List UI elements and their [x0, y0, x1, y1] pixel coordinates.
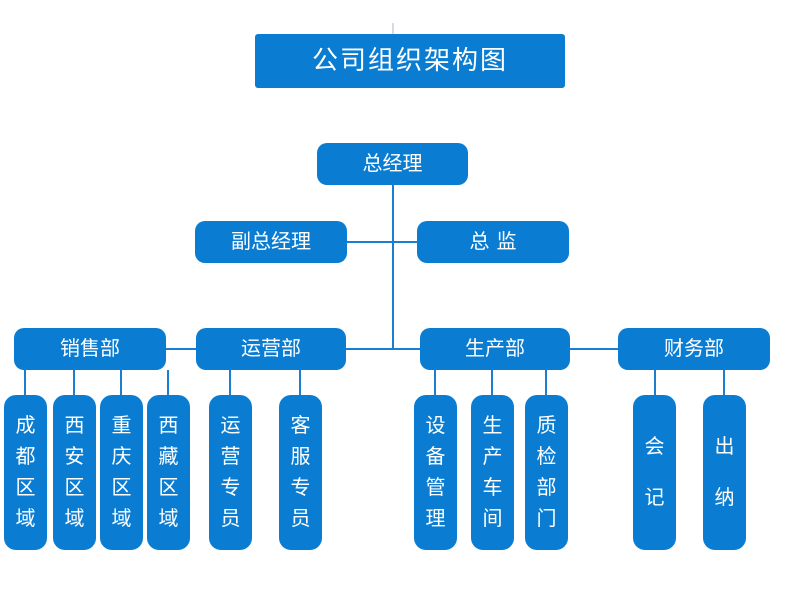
node-general-manager: 总经理 — [317, 143, 468, 185]
node-operations-specialist: 运营专员 — [209, 395, 252, 550]
connector-drop-line — [73, 370, 75, 395]
node-accountant: 会记 — [633, 395, 676, 550]
node-xian-region: 西安区域 — [53, 395, 96, 550]
node-chongqing-region: 重庆区域 — [100, 395, 143, 550]
connector-level2-line — [347, 241, 417, 243]
connector-drop-line — [299, 370, 301, 395]
node-tibet-region: 西藏区域 — [147, 395, 190, 550]
connector-dept-line-2 — [346, 348, 420, 350]
node-quality-inspection: 质检部门 — [525, 395, 568, 550]
connector-dept-line-1 — [166, 348, 196, 350]
connector-drop-line — [723, 370, 725, 395]
connector-drop-line — [167, 370, 169, 395]
node-operations-dept: 运营部 — [196, 328, 346, 370]
connector-dept-line-3 — [570, 348, 618, 350]
chart-title: 公司组织架构图 — [255, 34, 565, 88]
connector-drop-line — [491, 370, 493, 395]
node-production-workshop: 生产车间 — [471, 395, 514, 550]
connector-drop-line — [120, 370, 122, 395]
node-deputy-general-manager: 副总经理 — [195, 221, 347, 263]
node-finance-dept: 财务部 — [618, 328, 770, 370]
node-director: 总监 — [417, 221, 569, 263]
node-customer-service-specialist: 客服专员 — [279, 395, 322, 550]
node-sales-dept: 销售部 — [14, 328, 166, 370]
connector-drop-line — [229, 370, 231, 395]
connector-drop-line — [434, 370, 436, 395]
node-chengdu-region: 成都区域 — [4, 395, 47, 550]
node-production-dept: 生产部 — [420, 328, 570, 370]
connector-trunk-line — [392, 185, 394, 350]
connector-drop-line — [654, 370, 656, 395]
node-equipment-management: 设备管理 — [414, 395, 457, 550]
connector-stub-line — [392, 23, 394, 34]
connector-drop-line — [545, 370, 547, 395]
node-cashier: 出纳 — [703, 395, 746, 550]
connector-drop-line — [24, 370, 26, 395]
